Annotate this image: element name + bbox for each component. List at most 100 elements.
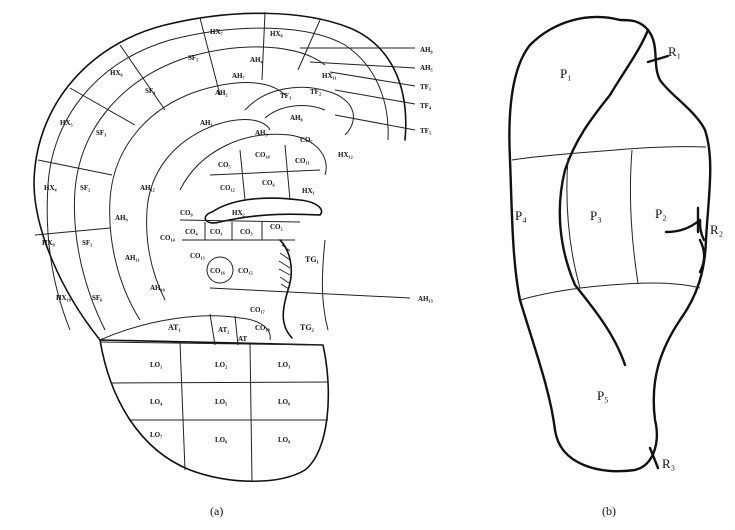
label-co7: CO₇ [300,136,313,144]
lobe-outline [99,339,330,483]
label-co16: CO₁₆ [210,267,225,275]
label-co13: CO₁₃ [190,252,205,260]
at-divider-2 [234,315,239,346]
label-hx9: HX₉ [42,239,55,247]
label-sf3: SF₃ [96,129,106,137]
label-ah7: AH₇ [232,72,245,80]
label-tf1: TF₁ [420,83,431,91]
label-ah6: AH₆ [420,46,433,54]
tragus-right [321,239,329,331]
label-at1: AT₁ [168,323,182,332]
label-tf5: TF₅ [420,127,431,135]
label-co4: CO₄ [185,228,199,236]
label-hx2: HX₂ [232,209,245,217]
label-ah8: AH₈ [290,114,303,122]
label-hx8: HX₈ [270,30,283,38]
antihelix-curve-outer [109,82,286,321]
label-lo3: LO₃ [278,361,290,369]
panel-b-region-diagram: P₁ P₄ P₃ P₂ P₅ R₁ R₂ R₃ (b) [508,15,723,518]
label-p1: P₁ [560,66,572,81]
label-ah2: AH₂ [215,89,228,97]
label-tf4: TF₄ [420,102,432,110]
label-ah13: AH₁₃ [418,295,433,303]
fossa-band [244,86,354,136]
label-hx6: HX₆ [110,69,123,77]
antitragus [99,315,271,341]
label-co2: CO₂ [270,223,283,231]
caption-a: (a) [210,504,223,518]
divider-b-lower [519,282,701,301]
label-co15: CO₁₅ [238,267,253,275]
label-at2: AT₂ [218,326,229,334]
label-ah3: AH₃ [255,129,268,137]
divider-b-v2 [629,149,639,284]
label-ah9: AH₉ [115,214,128,222]
inner-boundary-b [558,28,650,367]
label-r2: R₂ [710,222,723,237]
helix-inner-edge [46,27,389,331]
helix-crus [204,197,323,224]
label-r1: R₁ [668,44,681,59]
tragus-hatch [278,244,291,290]
label-sf6: SF₆ [92,294,102,302]
label-co14: CO₁₄ [160,234,176,242]
label-hx5: HX₅ [60,119,73,127]
label-sf4: SF₄ [145,87,156,95]
label-co6: CO₆ [262,179,275,187]
label-hx11: HX₁₁ [322,72,337,80]
label-tg1: TG₁ [305,255,320,264]
label-lo7: LO₇ [150,431,162,439]
label-hx1: HX₁ [302,187,315,195]
label-hx4: HX₄ [44,184,58,192]
label-ah4: AH₄ [250,56,264,64]
label-lo1: LO₁ [150,361,162,369]
label-ah1: AH₁ [200,119,213,127]
label-co12: CO₁₂ [220,184,235,192]
label-p4: P₄ [515,208,527,223]
label-ah10: AH₁₀ [150,284,165,292]
label-tg2: TG₂ [300,323,315,332]
label-co10: CO₁₀ [255,151,270,159]
notch-r2-lower [698,238,706,274]
tragus-outline [279,239,293,339]
fossa-band-2 [264,105,326,119]
helix-dividers [34,11,321,236]
label-co5: CO₅ [218,161,231,169]
leader-lines [209,47,416,299]
label-ah5: AH₅ [420,64,433,72]
label-sf2: SF₂ [80,184,90,192]
label-lo6: LO₆ [278,398,290,406]
concha-ring [206,256,234,284]
label-sf5: SF₅ [188,54,198,62]
notch-r3 [648,446,660,470]
label-co17: CO₁₇ [250,306,265,314]
label-at: AT [238,335,248,343]
label-co3: CO₃ [240,228,253,236]
label-lo4: LO₄ [150,398,163,406]
label-r3: R₃ [662,456,675,471]
label-lo9: LO₉ [278,436,290,444]
label-hx10: HX₁₀ [56,294,71,302]
ear-outer-outline [33,12,407,341]
label-lo8: LO₈ [215,436,227,444]
at-divider [209,313,216,346]
label-p2: P₂ [655,206,667,221]
label-hx12: HX₁₂ [338,151,353,159]
antihelix-curve-inner [146,119,271,301]
caption-b: (b) [602,504,616,518]
label-p3: P₃ [590,208,602,223]
label-p5: P₅ [597,388,609,403]
label-co1: CO₁ [210,228,223,236]
notch-r1 [646,54,670,64]
concha-boundary [179,133,327,191]
label-lo2: LO₂ [215,361,227,369]
concha-grid [179,144,321,241]
label-lo5: LO₅ [215,398,227,406]
label-hx7: HX₇ [210,28,223,36]
divider-b-upper [511,146,707,161]
outline-b [508,15,712,473]
divider-b-v1 [566,157,581,289]
label-ah12: AH₁₂ [140,184,155,192]
